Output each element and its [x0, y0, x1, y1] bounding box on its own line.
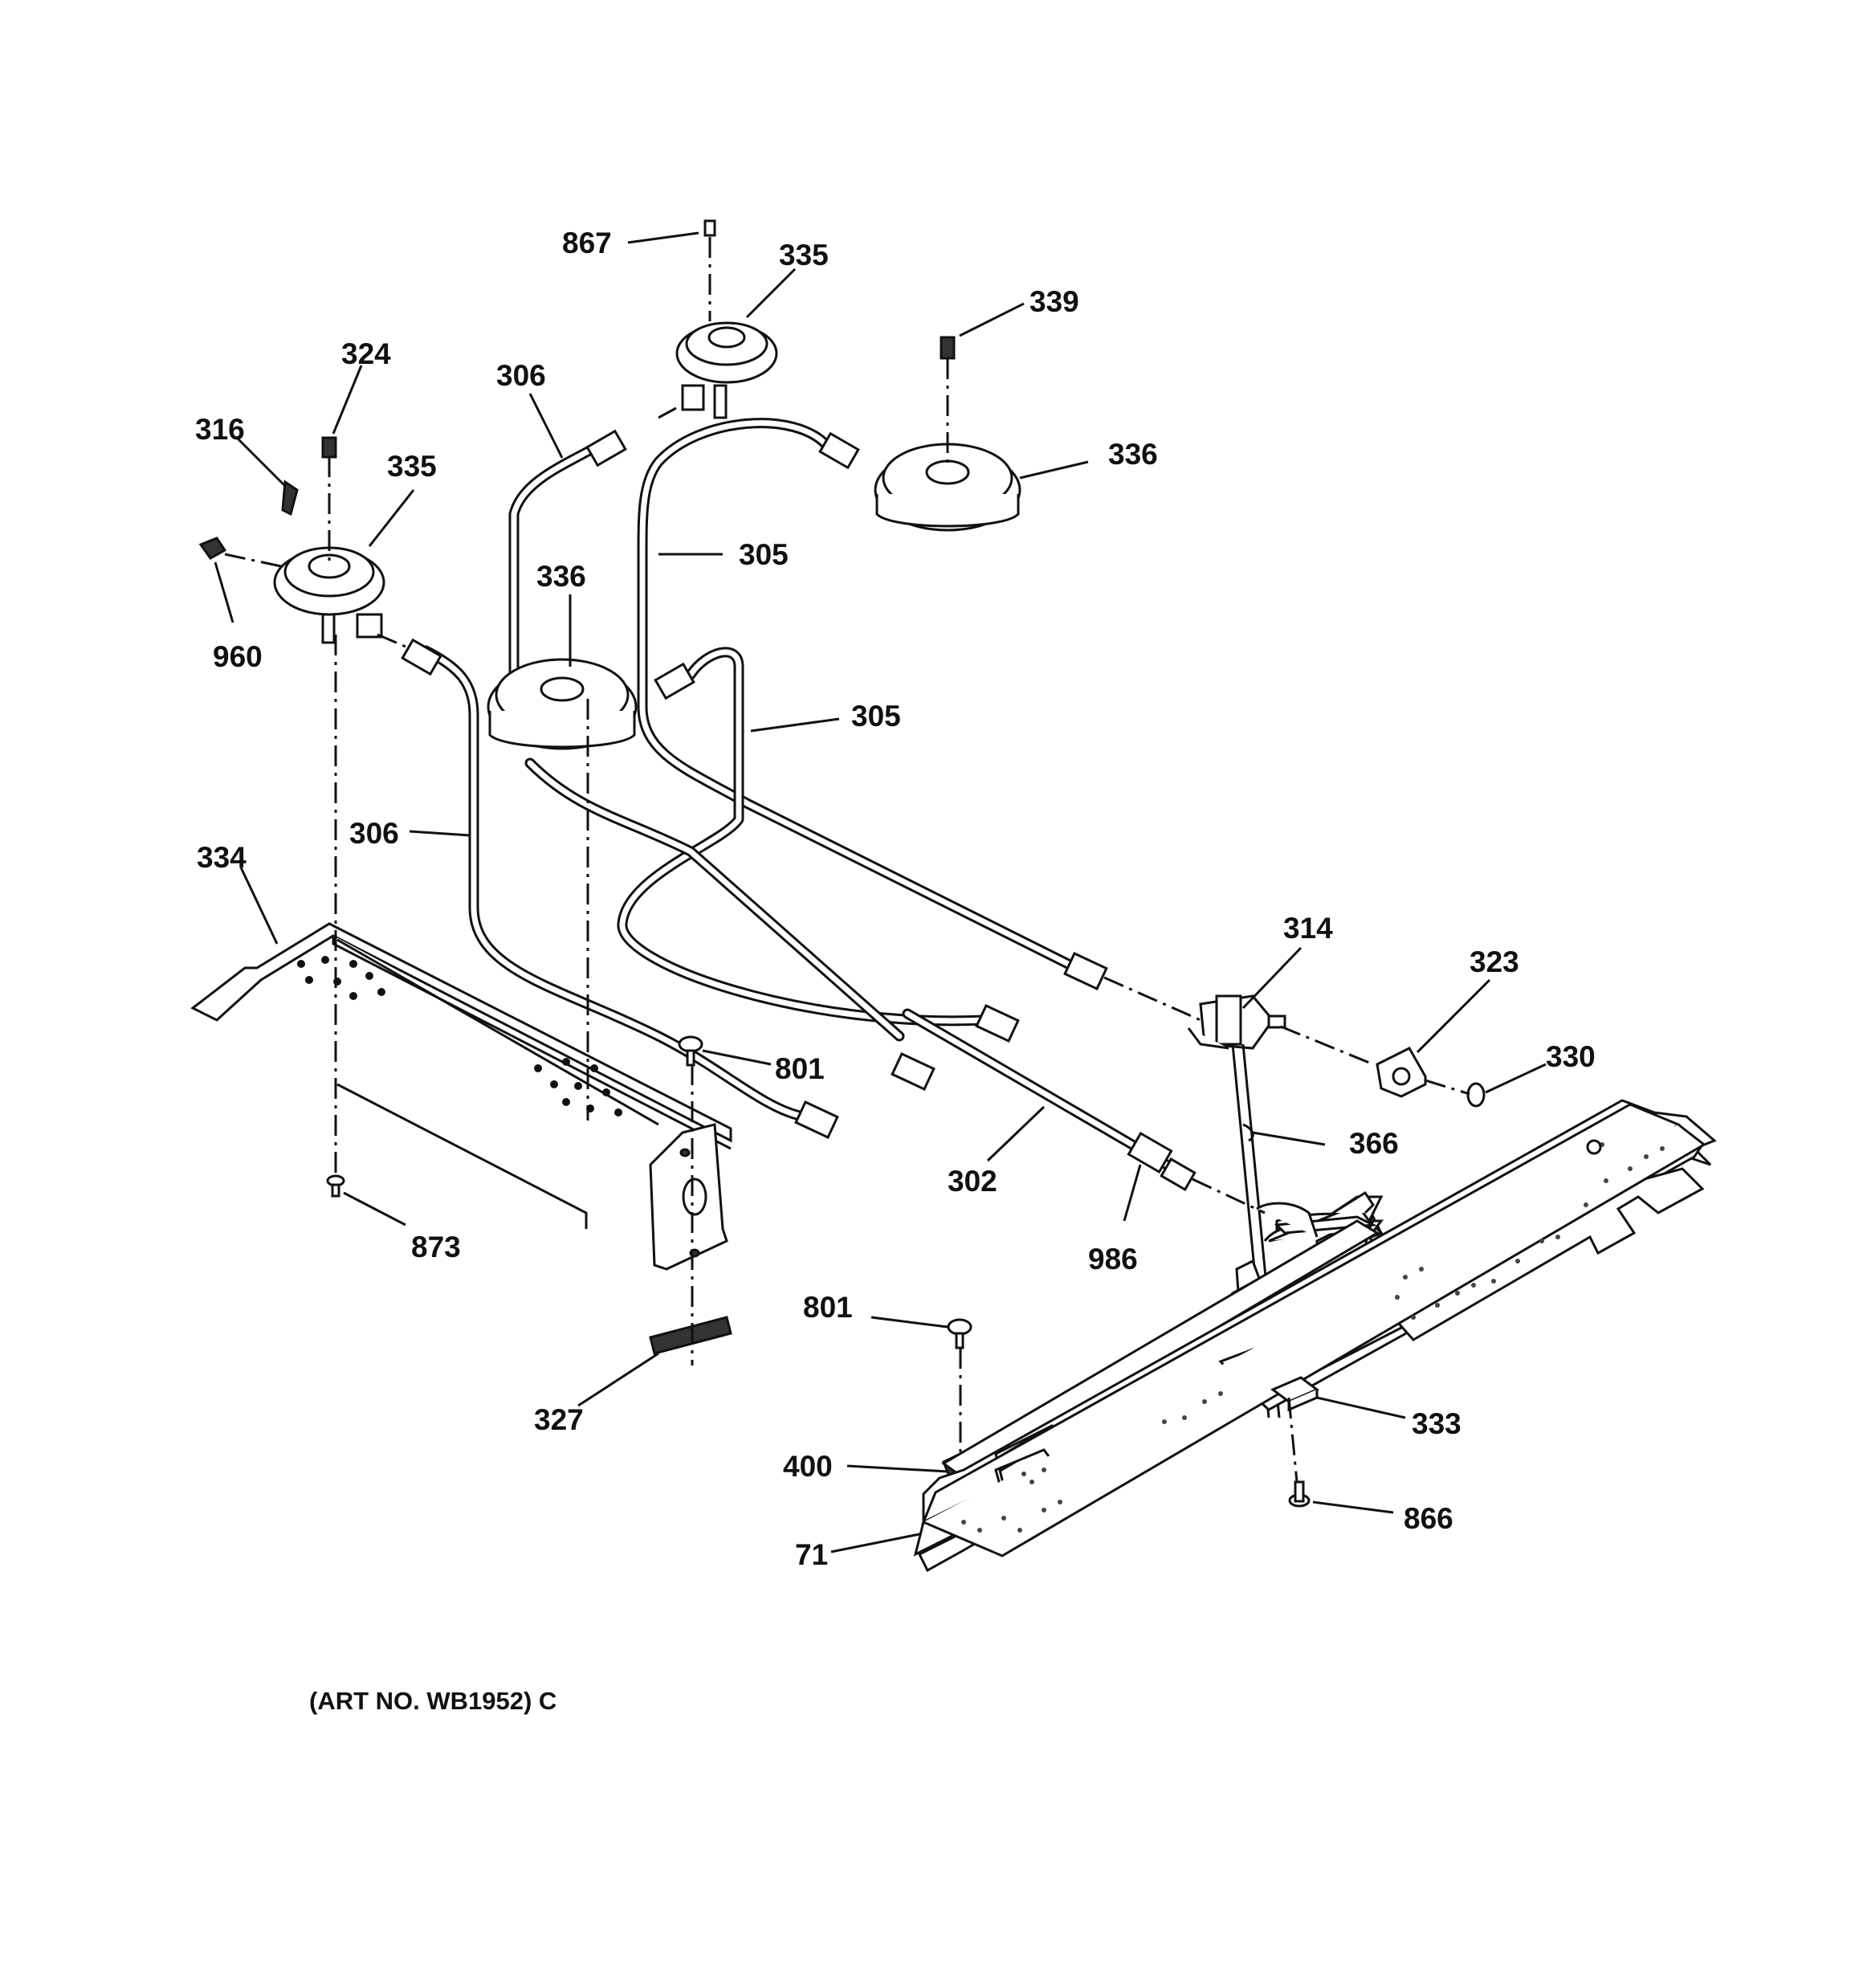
label-335-top: 335	[779, 239, 829, 271]
label-336-middle: 336	[536, 560, 586, 593]
label-314: 314	[1283, 912, 1333, 945]
label-334: 334	[197, 841, 247, 874]
label-867: 867	[562, 227, 612, 259]
label-306-lower: 306	[349, 817, 399, 850]
label-316: 316	[195, 413, 245, 446]
label-324: 324	[341, 337, 391, 370]
label-801-lower: 801	[803, 1291, 853, 1324]
assembly-lines	[224, 237, 1470, 1483]
label-366: 366	[1349, 1127, 1399, 1160]
label-873: 873	[411, 1231, 461, 1263]
label-330: 330	[1546, 1040, 1596, 1073]
label-327: 327	[534, 1403, 584, 1436]
burner-336-middle	[487, 658, 638, 750]
gas-tubing	[420, 418, 1186, 1178]
label-335-left: 335	[387, 450, 437, 483]
insulation-strip-71-outline	[921, 1103, 1706, 1557]
label-960: 960	[213, 640, 263, 673]
bracket-334	[190, 922, 732, 1271]
bracket-323	[1376, 1047, 1427, 1098]
label-71: 71	[795, 1538, 828, 1571]
label-336-right: 336	[1108, 438, 1158, 471]
label-339: 339	[1029, 285, 1079, 318]
burner-335-top	[675, 321, 778, 419]
small-parts	[198, 219, 1486, 1508]
label-305-top: 305	[739, 538, 789, 571]
part-labels: 867 335 339 324 306 316 335 336 305 336 …	[195, 227, 1596, 1571]
burner-335-left	[273, 546, 385, 644]
label-306-top: 306	[496, 359, 546, 392]
label-302: 302	[948, 1165, 997, 1198]
label-333: 333	[1412, 1407, 1461, 1440]
art-number: (ART NO. WB1952) C	[309, 1687, 556, 1715]
label-305-lower: 305	[851, 700, 901, 733]
label-400: 400	[783, 1450, 833, 1483]
tube-fittings	[401, 429, 1196, 1191]
label-801-upper: 801	[775, 1052, 825, 1085]
burner-336-right	[874, 443, 1021, 532]
label-986: 986	[1088, 1243, 1138, 1276]
label-866: 866	[1404, 1502, 1453, 1535]
label-323: 323	[1470, 945, 1519, 978]
leader-lines	[214, 231, 1547, 1553]
